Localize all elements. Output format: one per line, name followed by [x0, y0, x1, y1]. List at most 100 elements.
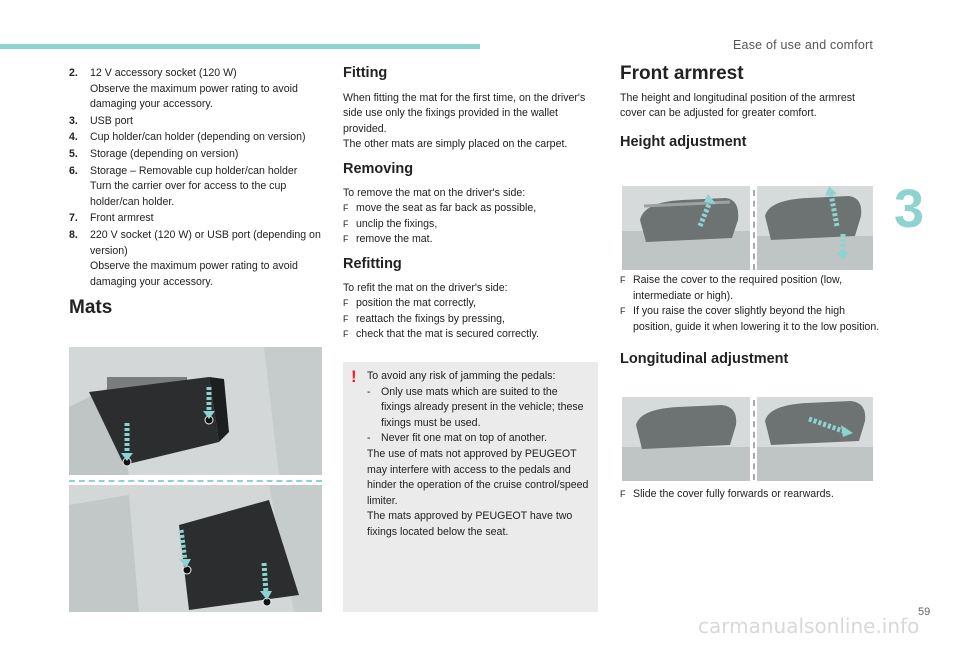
- fitting-text-1: When fitting the mat for the first time,…: [343, 91, 586, 135]
- chapter-number: 3: [894, 179, 925, 239]
- list-item-line: Storage (depending on version): [90, 147, 239, 160]
- photo-separator: [69, 480, 322, 482]
- longitudinal-steps: F Slide the cover fully forwards or rearw…: [620, 487, 880, 503]
- fitting-heading: Fitting: [343, 65, 388, 81]
- warning-box: ! To avoid any risk of jamming the pedal…: [343, 362, 598, 612]
- list-item: 3. USB port: [69, 114, 327, 130]
- list-item-number: 7.: [69, 212, 78, 225]
- refitting-intro: To refit the mat on the driver's side:: [343, 281, 508, 294]
- bullet-icon: F: [343, 298, 349, 309]
- list-item-line: 220 V socket (120 W) or USB port (depend…: [90, 228, 321, 257]
- longitudinal-heading: Longitudinal adjustment: [620, 351, 789, 368]
- height-steps: F Raise the cover to the required positio…: [620, 273, 880, 335]
- bullet-text: position the mat correctly,: [356, 297, 476, 310]
- dash-marker: -: [367, 432, 371, 445]
- bullet-item: F Raise the cover to the required positio…: [620, 273, 880, 304]
- list-item-number: 2.: [69, 67, 78, 79]
- bullet-icon: F: [343, 234, 349, 245]
- bullet-text: reattach the fixings by pressing,: [356, 312, 505, 325]
- bullet-icon: F: [620, 306, 626, 317]
- list-item-number: 8.: [69, 228, 78, 241]
- mat-photo-bottom: [69, 485, 322, 612]
- section-title: Ease of use and comfort: [733, 38, 874, 52]
- bullet-text: Raise the cover to the required position…: [633, 274, 843, 302]
- removing-intro: To remove the mat on the driver's side:: [343, 186, 526, 199]
- list-item-line: USB port: [90, 114, 133, 127]
- column-1: 2. 12 V accessory socket (120 W) Observe t…: [69, 66, 327, 319]
- armrest-heading: Front armrest: [620, 63, 744, 84]
- warning-dash-item: -Only use mats which are suited to the f…: [367, 385, 590, 432]
- column-2: Fitting When fitting the mat for the fir…: [343, 65, 601, 343]
- warning-dash-text: Only use mats which are suited to the fi…: [381, 385, 584, 429]
- list-item-number: 4.: [69, 131, 78, 144]
- bullet-icon: F: [620, 489, 626, 499]
- list-item-text: 12 V accessory socket (120 W) Observe the…: [90, 66, 327, 113]
- warning-dash-item: -Never fit one mat on top of another.: [367, 431, 590, 447]
- list-item-number: 3.: [69, 114, 78, 127]
- longitudinal-photo-left: [622, 397, 750, 481]
- warning-text-1: The use of mats not approved by PEUGEOT …: [367, 447, 589, 507]
- longitudinal-photo-divider: [753, 400, 755, 480]
- list-item: 8. 220 V socket (120 W) or USB port (depe…: [69, 228, 327, 290]
- header-accent-bar: [0, 44, 480, 49]
- warning-dash-list: -Only use mats which are suited to the f…: [367, 385, 590, 447]
- bullet-item: F Slide the cover fully forwards or rearw…: [620, 487, 880, 503]
- column-3: Front armrest The height and longitudina…: [620, 63, 880, 150]
- list-item-line: Storage – Removable cup holder/can holde…: [90, 164, 298, 177]
- list-item: 2. 12 V accessory socket (120 W) Observe t…: [69, 66, 327, 113]
- height-photo-right: [757, 186, 873, 270]
- list-item-line: Cup holder/can holder (depending on vers…: [90, 131, 306, 144]
- bullet-text: Slide the cover fully forwards or rearwa…: [633, 488, 834, 500]
- list-item-text: 220 V socket (120 W) or USB port (depend…: [90, 228, 327, 290]
- bullet-item: F If you raise the cover slightly beyond …: [620, 304, 880, 335]
- list-item-number: 5.: [69, 147, 78, 160]
- list-item-line: Observe the maximum power rating to avoi…: [90, 82, 298, 111]
- warning-text-2: The mats approved by PEUGEOT have two fi…: [367, 510, 573, 538]
- bullet-icon: F: [343, 329, 349, 340]
- list-item: 5. Storage (depending on version): [69, 147, 327, 163]
- height-photo-divider: [753, 190, 755, 270]
- bullet-text: If you raise the cover slightly beyond t…: [633, 305, 880, 333]
- list-item-text: Storage – Removable cup holder/can holde…: [90, 164, 327, 211]
- longitudinal-steps-block: F Slide the cover fully forwards or rearw…: [620, 487, 880, 503]
- list-item: 7. Front armrest: [69, 211, 327, 227]
- refitting-heading: Refitting: [343, 255, 402, 272]
- mats-heading: Mats: [69, 297, 113, 319]
- bullet-icon: F: [343, 203, 349, 214]
- list-item-text: USB port: [90, 114, 327, 130]
- height-heading: Height adjustment: [620, 133, 747, 150]
- list-item-line: Observe the maximum power rating to avoi…: [90, 260, 298, 288]
- list-item-line: Front armrest: [90, 212, 154, 225]
- height-photo-left: [622, 186, 750, 270]
- bullet-icon: F: [343, 313, 349, 324]
- removing-heading: Removing: [343, 160, 414, 177]
- warning-intro: To avoid any risk of jamming the pedals:: [367, 370, 556, 382]
- numbered-list: 2. 12 V accessory socket (120 W) Observe t…: [69, 66, 327, 290]
- list-item-line: Turn the carrier over for access to the …: [90, 180, 287, 208]
- page-number: 59: [918, 606, 931, 618]
- list-item-text: Cup holder/can holder (depending on vers…: [90, 130, 327, 146]
- watermark: carmanualsonline.info: [698, 614, 920, 638]
- warning-icon: !: [351, 367, 357, 386]
- list-item-number: 6.: [69, 164, 78, 177]
- warning-dash-text: Never fit one mat on top of another.: [381, 432, 548, 445]
- bullet-icon: F: [620, 275, 626, 285]
- longitudinal-photo-right: [757, 397, 873, 481]
- list-item-text: Front armrest: [90, 211, 327, 227]
- height-steps-block: F Raise the cover to the required positio…: [620, 273, 880, 368]
- list-item-line: 12 V accessory socket (120 W): [90, 67, 237, 79]
- bullet-icon: F: [343, 218, 349, 229]
- bullet-text: remove the mat.: [356, 233, 433, 246]
- list-item-text: Storage (depending on version): [90, 147, 327, 163]
- armrest-text: The height and longitudinal position of …: [620, 91, 855, 120]
- fitting-text-2: The other mats are simply placed on the …: [343, 138, 568, 151]
- dash-marker: -: [367, 385, 371, 398]
